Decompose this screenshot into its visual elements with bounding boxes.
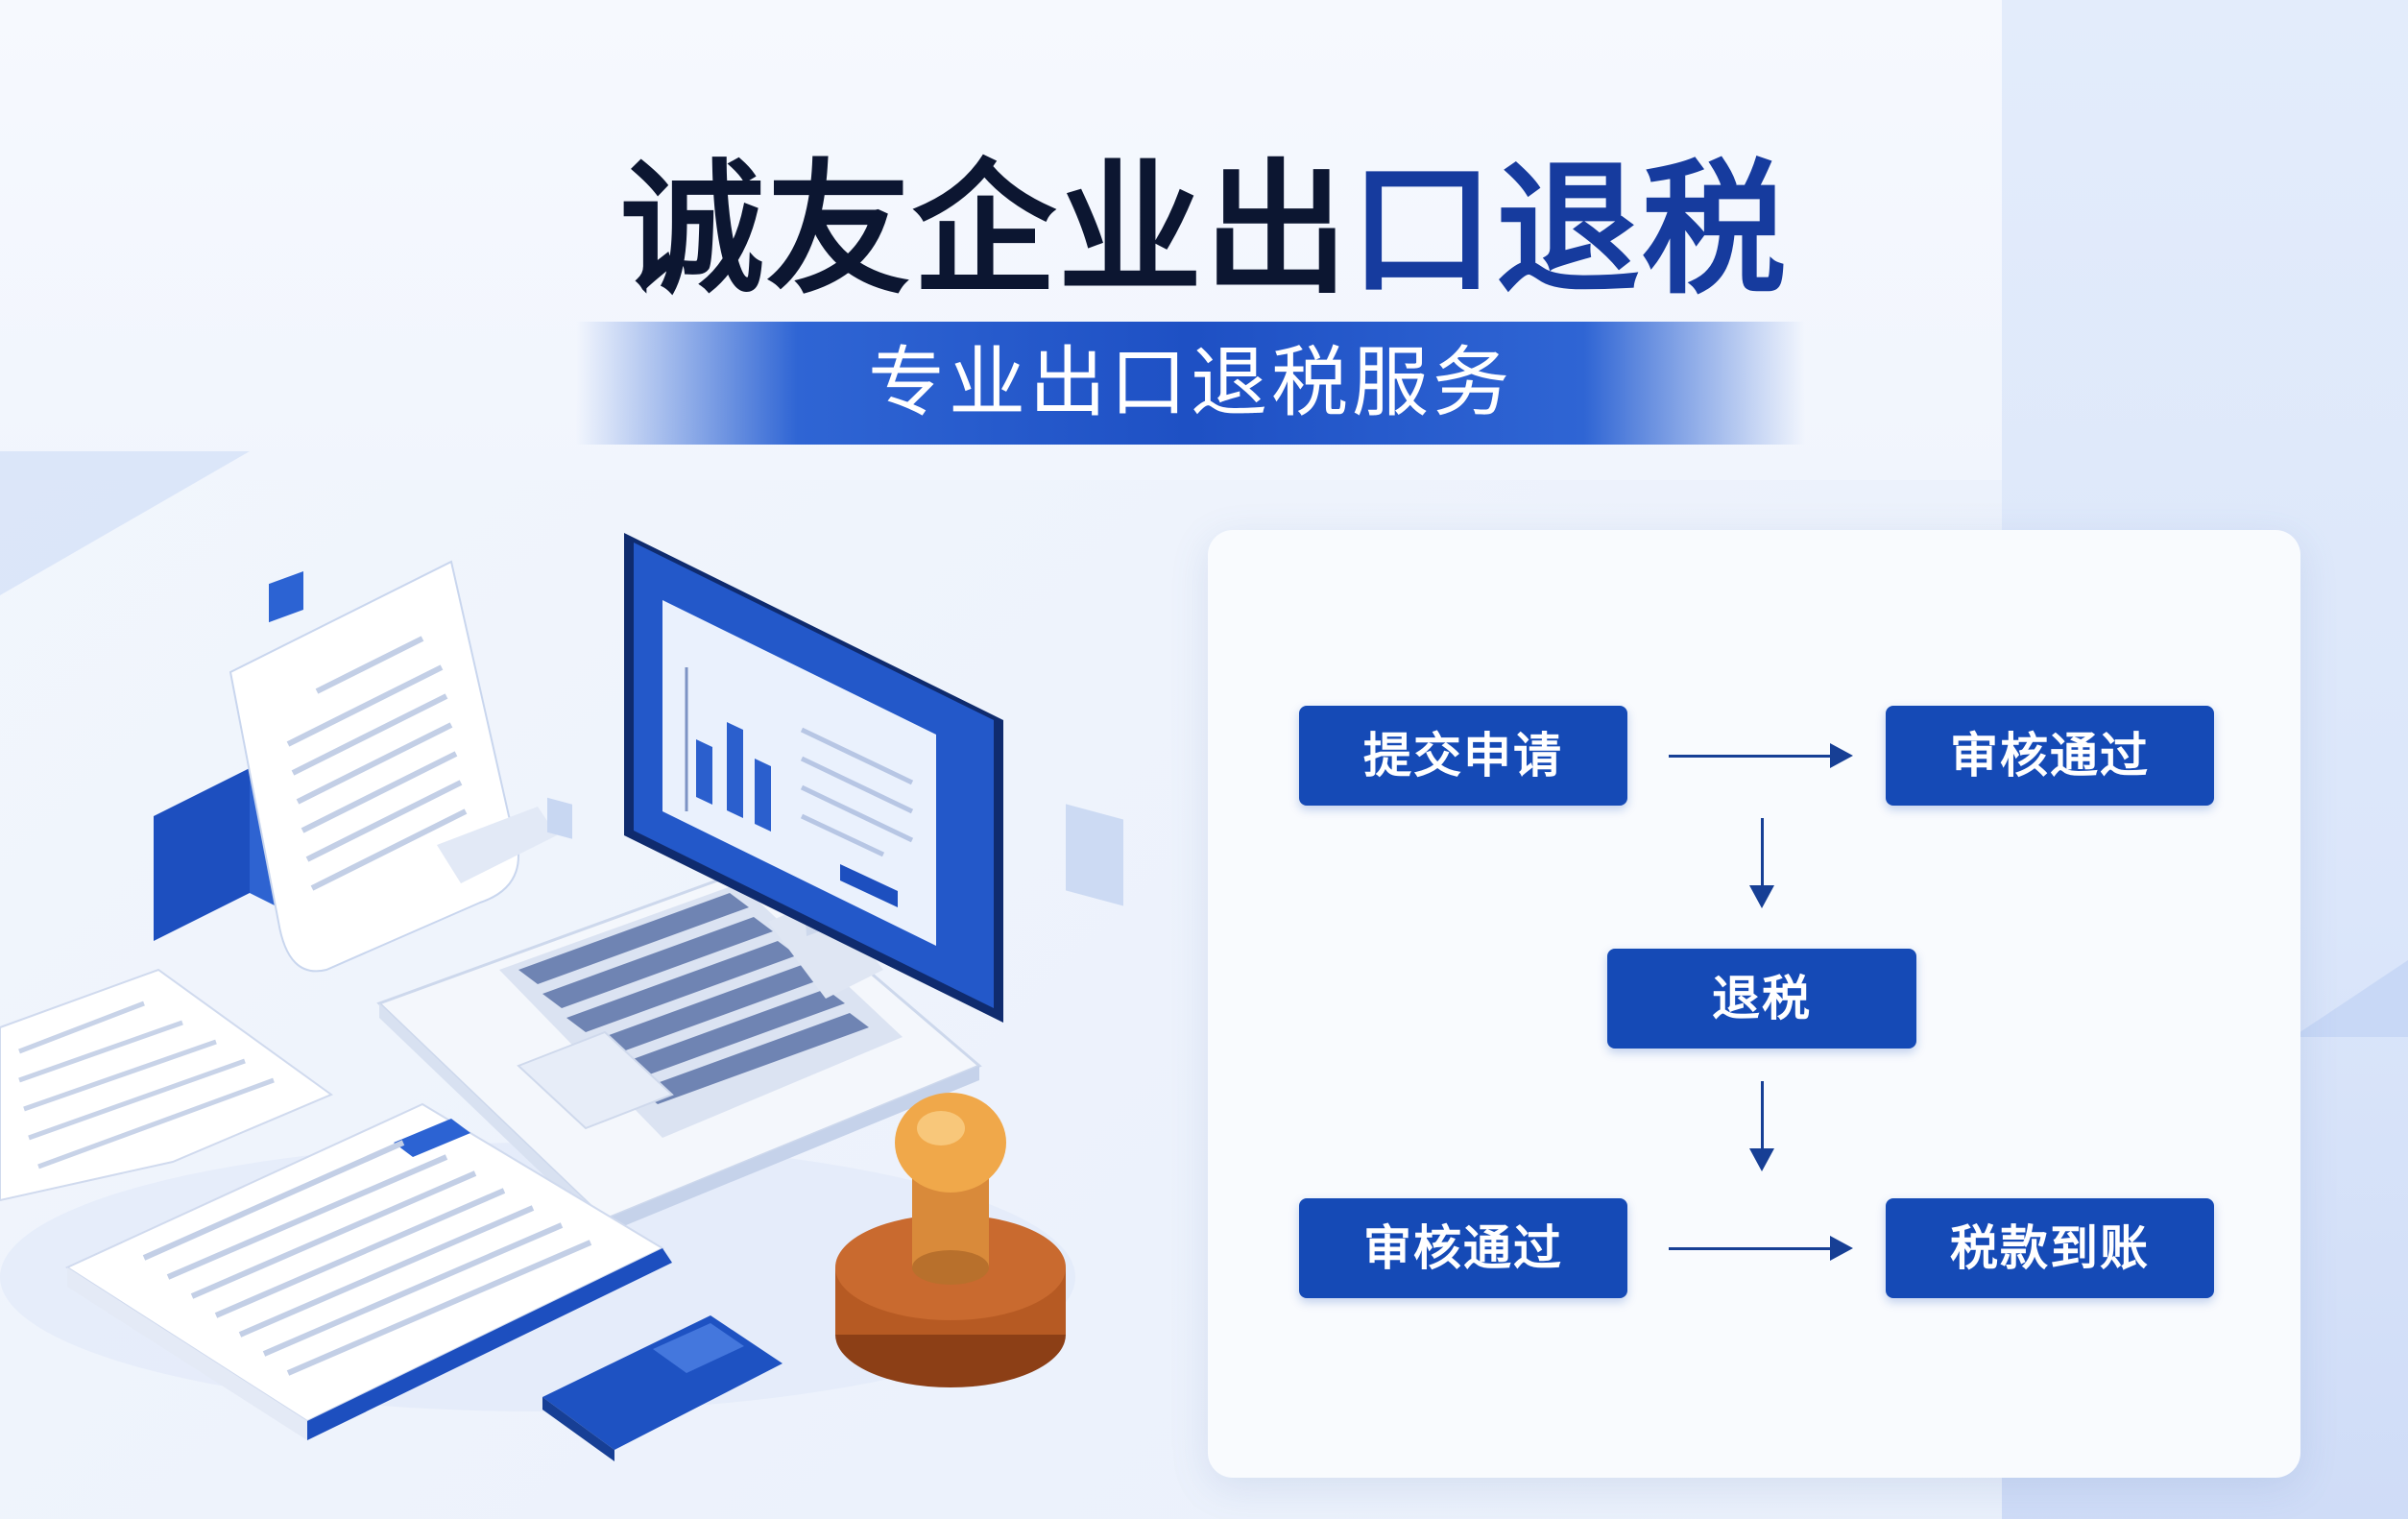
flow-node-review-2: 审核通过 [1299, 1198, 1627, 1298]
title-part-1: 诚友企业出 [619, 147, 1350, 314]
title-part-3: 退税 [1496, 147, 1789, 314]
document-icon [229, 560, 557, 973]
office-illustration [0, 533, 1123, 1461]
title-part-2: 口 [1349, 147, 1496, 314]
page-subtitle: 专业出口退税服务 [868, 338, 1513, 427]
rubber-stamp-icon [835, 1093, 1066, 1387]
flow-node-received: 税款到账 [1886, 1198, 2214, 1298]
flow-node-refund: 退税 [1607, 949, 1916, 1049]
bar-chart-icon [685, 667, 771, 832]
flow-node-submit: 提交申请 [1299, 706, 1627, 806]
flow-node-review-1: 审核通过 [1886, 706, 2214, 806]
background-diagonal-right [2293, 960, 2408, 1037]
flowchart-panel: 提交申请 审核通过 退税 审核通过 税款到账 [1208, 530, 2300, 1478]
card-icon [542, 1315, 783, 1461]
page-title: 诚友企业出口退税 [0, 144, 2408, 317]
monitor-icon [624, 533, 1003, 1023]
subtitle-band [576, 322, 1805, 445]
background-diagonal-left [0, 451, 250, 595]
paper-stack-icon [0, 968, 672, 1440]
